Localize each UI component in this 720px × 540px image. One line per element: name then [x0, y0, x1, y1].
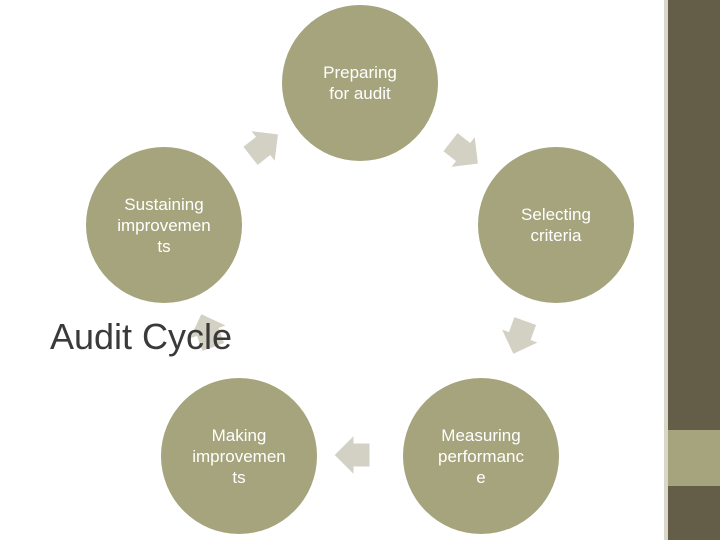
step-node-selecting-criteria: Selecting criteria: [478, 147, 634, 303]
arrow-selecting-to-measuring: [500, 315, 541, 356]
step-node-sustaining-improvements: Sustaining improvemen ts: [86, 147, 242, 303]
step-label-preparing-for-audit: Preparing for audit: [323, 63, 397, 103]
arrow-measuring-to-making: [333, 433, 371, 477]
sidebar-light-stripe: [664, 0, 668, 540]
step-label-measuring-performance: Measuring performanc e: [438, 425, 524, 487]
step-label-selecting-criteria: Selecting criteria: [521, 205, 591, 245]
step-node-preparing-for-audit: Preparing for audit: [282, 5, 438, 161]
step-label-sustaining-improvements: Sustaining improvemen ts: [117, 194, 211, 256]
step-label-making-improvements: Making improvemen ts: [192, 425, 286, 487]
sidebar-accent-block: [668, 430, 720, 486]
arrow-making-to-sustaining: [188, 312, 229, 353]
arrow-preparing-to-selecting: [442, 131, 480, 169]
arrow-sustaining-to-preparing: [242, 129, 280, 167]
step-node-measuring-performance: Measuring performanc e: [403, 378, 559, 534]
step-node-making-improvements: Making improvemen ts: [161, 378, 317, 534]
slide-title: Audit Cycle: [50, 316, 233, 357]
